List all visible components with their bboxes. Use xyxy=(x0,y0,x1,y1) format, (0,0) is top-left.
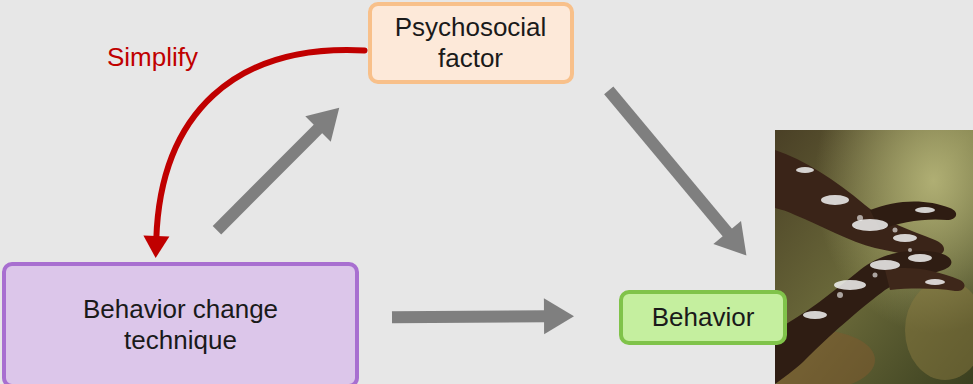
node-label: Psychosocial factor xyxy=(386,12,556,74)
technique-box: Behavior change technique xyxy=(2,262,359,384)
edge-label: Simplify xyxy=(104,42,201,73)
factor-box: Psychosocial factor xyxy=(368,2,574,84)
arrow-head xyxy=(544,298,574,334)
node-label: Behavior xyxy=(652,302,755,333)
behavior-box: Behavior xyxy=(619,290,787,345)
block-arrow xyxy=(609,90,729,234)
handwashing-photo xyxy=(775,130,973,384)
arrow-head xyxy=(713,221,746,256)
curved-arrow xyxy=(156,50,364,239)
block-arrow xyxy=(392,310,547,323)
arrow-head xyxy=(305,108,339,142)
node-label: Behavior change technique xyxy=(51,294,311,356)
arrow-head xyxy=(143,236,169,258)
block-arrow xyxy=(217,127,320,230)
